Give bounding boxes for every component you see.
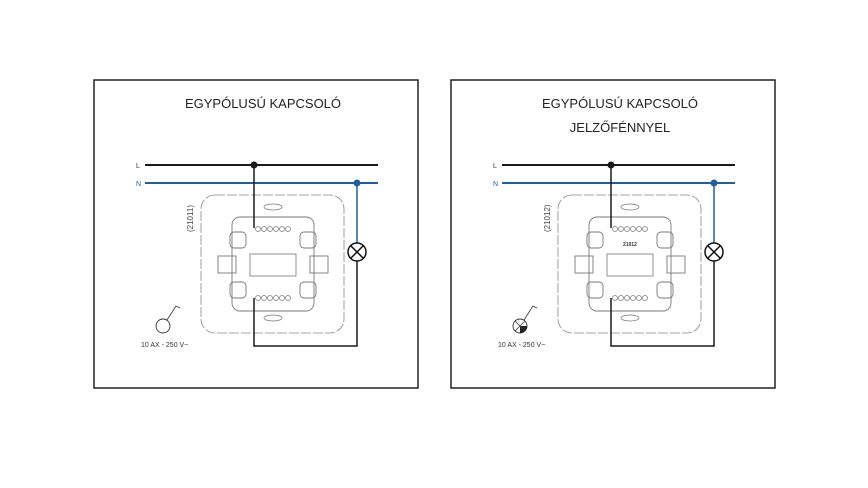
clamp bbox=[229, 231, 247, 249]
terminal-screw bbox=[255, 295, 261, 301]
clamp bbox=[656, 281, 674, 299]
claw-left bbox=[217, 255, 237, 274]
screw-slot bbox=[263, 203, 283, 211]
clamp bbox=[229, 281, 247, 299]
claw-left bbox=[574, 255, 594, 274]
rocker-mechanism bbox=[249, 253, 297, 277]
panel-single-pole-switch-with-indicator: EGYPÓLUSÚ KAPCSOLÓ JELZŐFÉNNYEL L N 21012 (21… bbox=[450, 79, 776, 389]
terminal-screw bbox=[624, 295, 630, 301]
terminal-screw bbox=[267, 295, 273, 301]
clamp bbox=[656, 231, 674, 249]
terminal-screw bbox=[279, 226, 285, 232]
clamp bbox=[299, 231, 317, 249]
clamp bbox=[299, 281, 317, 299]
rocker-mechanism bbox=[606, 253, 654, 277]
switch-body bbox=[231, 216, 315, 312]
rating-label: 10 AX - 250 V~ bbox=[141, 342, 188, 349]
junction-dot-live bbox=[607, 161, 615, 169]
junction-dot-neutral bbox=[710, 179, 718, 187]
junction-dot-neutral bbox=[353, 179, 361, 187]
indicator-cross bbox=[514, 320, 526, 332]
switched-wire bbox=[253, 261, 358, 347]
claw-right bbox=[309, 255, 329, 274]
switch-body bbox=[588, 216, 672, 312]
terminal-screw bbox=[618, 226, 624, 232]
product-code: (21012) bbox=[543, 204, 552, 232]
terminal-screw bbox=[261, 226, 267, 232]
screw-slot bbox=[263, 314, 283, 322]
terminal-screw bbox=[273, 226, 279, 232]
lamp-cross bbox=[350, 245, 364, 259]
terminal-screw bbox=[612, 295, 618, 301]
terminal-screw bbox=[273, 295, 279, 301]
junction-dot-live bbox=[250, 161, 258, 169]
clamp bbox=[586, 281, 604, 299]
screw-slot bbox=[620, 314, 640, 322]
terminal-screw bbox=[636, 226, 642, 232]
panel-title: EGYPÓLUSÚ KAPCSOLÓ bbox=[185, 96, 341, 111]
terminal-screw bbox=[630, 295, 636, 301]
label-live: L bbox=[493, 163, 497, 170]
claw-right bbox=[666, 255, 686, 274]
mounting-plate bbox=[200, 194, 345, 334]
switched-wire bbox=[610, 261, 715, 347]
terminal-screw bbox=[267, 226, 273, 232]
switch-symbol-icon bbox=[155, 318, 171, 334]
terminal-screw bbox=[630, 226, 636, 232]
terminal-screw bbox=[255, 226, 261, 232]
panel-frame bbox=[93, 79, 419, 389]
label-live: L bbox=[136, 163, 140, 170]
rating-label: 10 AX - 250 V~ bbox=[498, 342, 545, 349]
terminal-screw bbox=[642, 295, 648, 301]
terminal-screw bbox=[612, 226, 618, 232]
terminal-screw bbox=[279, 295, 285, 301]
panel-title: EGYPÓLUSÚ KAPCSOLÓ bbox=[542, 96, 698, 111]
switch-symbol-lever bbox=[166, 305, 181, 321]
label-neutral: N bbox=[136, 181, 141, 188]
product-code: (21011) bbox=[186, 205, 195, 232]
clamp bbox=[586, 231, 604, 249]
label-neutral: N bbox=[493, 181, 498, 188]
terminal-screw bbox=[624, 226, 630, 232]
panel-frame bbox=[450, 79, 776, 389]
panel-single-pole-switch: EGYPÓLUSÚ KAPCSOLÓ L N (21011) 10 AX - 250 V… bbox=[93, 79, 419, 389]
terminal-screw bbox=[642, 226, 648, 232]
mounting-plate bbox=[557, 194, 702, 334]
device-label: 21012 bbox=[623, 242, 637, 248]
switch-device bbox=[200, 194, 345, 334]
terminal-screw bbox=[285, 226, 291, 232]
switch-symbol-lever bbox=[523, 305, 538, 321]
lamp-cross bbox=[707, 245, 721, 259]
terminal-screw bbox=[636, 295, 642, 301]
screw-slot bbox=[620, 203, 640, 211]
switch-device: 21012 bbox=[557, 194, 702, 334]
terminal-screw bbox=[618, 295, 624, 301]
panel-title: JELZŐFÉNNYEL bbox=[570, 120, 670, 135]
terminal-screw bbox=[285, 295, 291, 301]
terminal-screw bbox=[261, 295, 267, 301]
